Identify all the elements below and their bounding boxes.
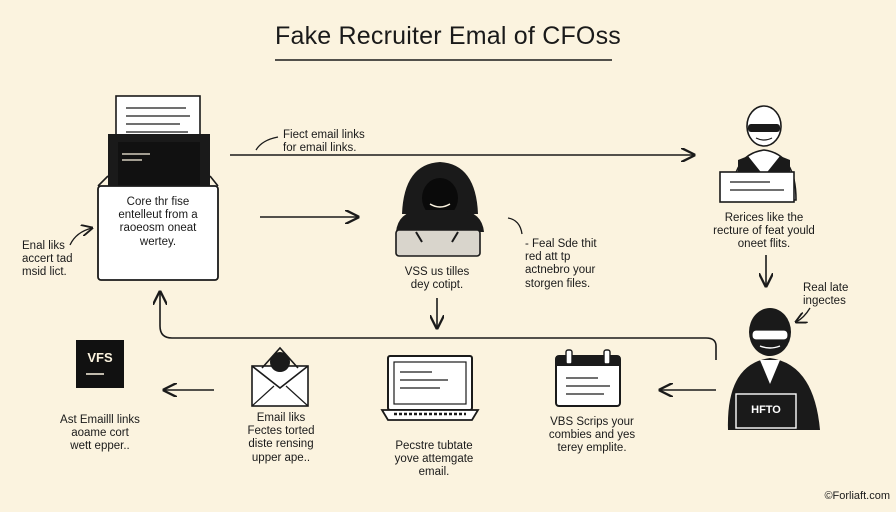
pointer-real-late	[796, 307, 811, 322]
label-doc-box: Core thr fise entelleut from a raoeosm o…	[118, 196, 198, 248]
arrow-return-loop	[160, 292, 717, 360]
label-left-side: Enal liks accert tad msid lict.	[22, 240, 73, 279]
label-email-caption: Email liks Fectes torted diste rensing u…	[247, 412, 315, 464]
hacker-badge-label: HFTO	[751, 404, 781, 416]
phishing-envelope-icon	[251, 346, 309, 407]
label-top-arrow: Fiect email links for email links.	[283, 129, 365, 155]
label-real-late: Real late ingectes	[803, 282, 849, 308]
pointer-left-label	[69, 228, 92, 246]
vfs-terminal-icon	[76, 340, 124, 388]
diagram-title: Fake Recruiter Emal of CFOss	[275, 22, 621, 50]
vfs-icon-label: VFS	[87, 350, 113, 365]
label-feal-note: - Feal Sde thit red att tp actnebro your…	[525, 238, 597, 290]
credit-text: ©Forliaft.com	[824, 490, 890, 502]
cfo-with-laptop-illustration	[719, 105, 797, 203]
script-folder-icon	[555, 349, 621, 407]
pointer-feal-note	[507, 217, 523, 235]
laptop-icon	[380, 355, 480, 421]
pointer-top-label	[255, 136, 279, 151]
label-laptop-caption: Pecstre tubtate yove attemgate email.	[394, 440, 474, 479]
label-folder-caption: VBS Scrips your combies and yes terey em…	[548, 416, 636, 455]
masked-hacker-illustration	[727, 308, 820, 430]
hooded-hacker-illustration	[395, 162, 484, 257]
document-box-illustration	[97, 95, 219, 281]
label-vfs-caption: Ast Emailll links aoame cort wett epper.…	[60, 414, 140, 453]
label-hacker-caption: VSS us tilles dey cotipt.	[404, 266, 470, 292]
label-cfo-top: Rerices like the recture of feat yould o…	[713, 212, 815, 251]
